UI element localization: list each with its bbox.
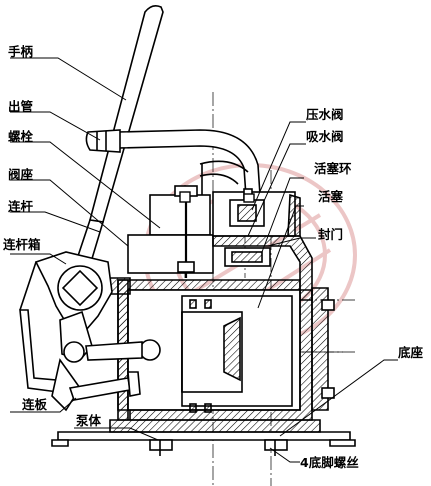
pump-body xyxy=(117,279,313,421)
label-piston: 活塞 xyxy=(318,189,344,204)
label-rod-box: 连杆箱 xyxy=(3,237,41,252)
label-foot-bolts: 4底脚螺丝 xyxy=(300,455,359,470)
link-plate xyxy=(51,310,161,412)
seal-door xyxy=(311,287,335,411)
label-link-plate: 连板 xyxy=(22,397,48,412)
label-bolt: 螺栓 xyxy=(8,129,34,144)
leader-lines xyxy=(10,57,398,463)
label-seal-door: 封门 xyxy=(318,227,344,242)
label-suction-valve: 吸水阀 xyxy=(306,129,344,144)
label-pressure-valve: 压水阀 xyxy=(306,107,344,122)
label-piston-ring: 活塞环 xyxy=(314,161,352,176)
valve-bolts xyxy=(179,191,255,203)
label-base: 底座 xyxy=(398,345,424,360)
outlet-tube xyxy=(199,160,249,196)
base-plate xyxy=(51,419,356,456)
valve-seat-block xyxy=(127,185,214,278)
label-outlet-pipe: 出管 xyxy=(8,99,34,114)
label-valve-seat: 阀座 xyxy=(8,167,34,182)
label-pump-body: 泵体 xyxy=(76,413,102,428)
label-connecting-rod: 连杆 xyxy=(8,199,34,214)
label-handle: 手柄 xyxy=(8,44,34,59)
